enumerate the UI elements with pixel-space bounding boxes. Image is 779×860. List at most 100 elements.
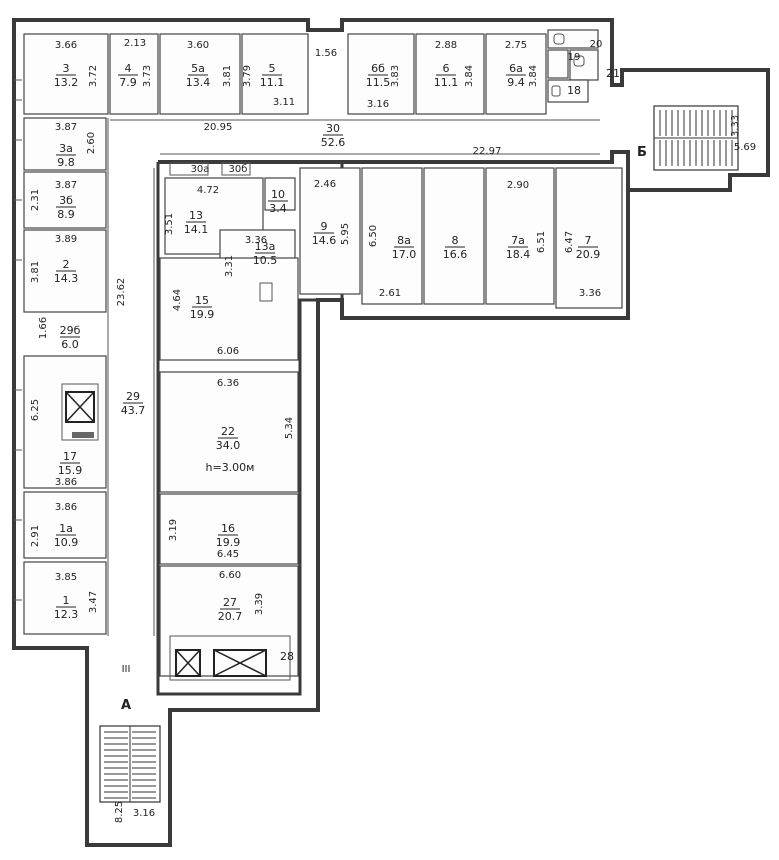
dimension-label: 1.56	[315, 48, 337, 59]
room-number: 7	[585, 234, 592, 247]
room-area: 15.9	[58, 464, 83, 477]
room-number: 8	[452, 234, 459, 247]
room-number: 3а	[59, 142, 73, 155]
room-number: 21	[606, 67, 620, 80]
room-number: 6б	[371, 62, 385, 75]
dimension-label: 6.45	[217, 549, 239, 560]
dimension-label: 6.25	[30, 399, 41, 421]
dimension-label: 3.85	[55, 572, 77, 583]
room-number: 8а	[397, 234, 411, 247]
dimension-label: 5.69	[734, 142, 756, 153]
room-area: 19.9	[190, 308, 215, 321]
toilet-icon	[551, 33, 585, 97]
room-area: 52.6	[321, 136, 346, 149]
dimension-label: 2.61	[379, 288, 401, 299]
room-area: 9.8	[57, 156, 75, 169]
ceiling-height: h=3.00м	[206, 461, 255, 474]
dimension-label: 3.84	[464, 65, 475, 87]
room-area: 11.1	[434, 76, 459, 89]
room-area: 14.6	[312, 234, 337, 247]
dimension-label: 5.34	[284, 417, 295, 439]
dimension-label: 2.88	[435, 40, 457, 51]
room-number: 2	[63, 258, 70, 271]
dimension-label: 3.51	[164, 213, 175, 235]
dimension-label: 3.36	[579, 288, 601, 299]
dimension-label: 2.13	[124, 38, 146, 49]
room-number: 6а	[509, 62, 523, 75]
room-area: 13.2	[54, 76, 79, 89]
dimension-label: 3.81	[222, 65, 233, 87]
room-area: 19.9	[216, 536, 241, 549]
room-number: 22	[221, 425, 235, 438]
elevator-icon	[175, 649, 267, 677]
room-area: 18.4	[506, 248, 531, 261]
dimension-label: 2.31	[30, 189, 41, 211]
dimension-label: 8.25	[114, 801, 125, 823]
dimension-label: 2.75	[505, 40, 527, 51]
room-number: 13	[189, 209, 203, 222]
room-outlines	[23, 29, 623, 677]
dimension-label: 20.95	[204, 122, 233, 133]
dimension-label: 6.50	[368, 225, 379, 247]
room-number: 3б	[59, 194, 73, 207]
elevator-icon	[61, 383, 99, 441]
dimension-label: 5.95	[340, 223, 351, 245]
dimension-label: 6.51	[536, 231, 547, 253]
dimension-label: 3.36	[245, 235, 267, 246]
room-number: 3	[63, 62, 70, 75]
stair-label: Б	[637, 145, 647, 160]
room-number: 30б	[229, 164, 248, 175]
dimension-label: 3.89	[55, 234, 77, 245]
stair-label: III	[122, 664, 131, 675]
dimension-label: 3.11	[273, 97, 295, 108]
room-area: 10.5	[253, 254, 278, 267]
dimension-label: 3.81	[30, 261, 41, 283]
dimension-label: 3.16	[367, 99, 389, 110]
room-area: 20.9	[576, 248, 601, 261]
room-area: 16.6	[443, 248, 468, 261]
dimension-label: 3.33	[730, 115, 741, 137]
room-area: 13.4	[186, 76, 211, 89]
room-number: 30	[326, 122, 340, 135]
stair-label: А	[121, 698, 131, 713]
dimension-label: 6.06	[217, 346, 239, 357]
room-number: 5	[269, 62, 276, 75]
dimension-label: 6.47	[564, 231, 575, 253]
dimension-label: 6.36	[217, 378, 239, 389]
room-area: 10.9	[54, 536, 79, 549]
dimension-label: 6.60	[219, 570, 241, 581]
dimension-label: 3.73	[142, 65, 153, 87]
room-number: 1	[63, 594, 70, 607]
dimension-label: 2.60	[86, 132, 97, 154]
room-number: 28	[280, 650, 294, 663]
dimension-label: 2.46	[314, 179, 336, 190]
dimension-label: 3.16	[133, 808, 155, 819]
dimension-label: 3.87	[55, 180, 77, 191]
room-number: 29б	[60, 324, 81, 337]
dimension-label: 2.90	[507, 180, 529, 191]
room-number: 29	[126, 390, 140, 403]
room-area: 6.0	[61, 338, 79, 351]
dimension-label: 22.97	[473, 146, 502, 157]
dimension-label: 3.66	[55, 40, 77, 51]
staircase-icon	[653, 105, 739, 171]
dimension-label: 3.87	[55, 122, 77, 133]
dimension-label: 3.79	[242, 65, 253, 87]
room-number: 17	[63, 450, 77, 463]
room-number: 20	[590, 39, 603, 50]
dimension-label: 3.86	[55, 477, 77, 488]
room-number: 18	[567, 84, 581, 97]
labels-layer: 313.247.95а13.4511.16б11.5611.16а9.43а9.…	[30, 38, 756, 823]
room-number: 13а	[255, 240, 276, 253]
room-number: 27	[223, 596, 237, 609]
room-area: 17.0	[392, 248, 417, 261]
dimension-label: 1.66	[38, 317, 49, 339]
room-number: 16	[221, 522, 235, 535]
dimension-label: 3.86	[55, 502, 77, 513]
dimension-label: 3.39	[254, 593, 265, 615]
dimension-label: 23.62	[116, 278, 127, 307]
room-area: 11.1	[260, 76, 285, 89]
room-area: 43.7	[121, 404, 146, 417]
room-number: 10	[271, 188, 285, 201]
